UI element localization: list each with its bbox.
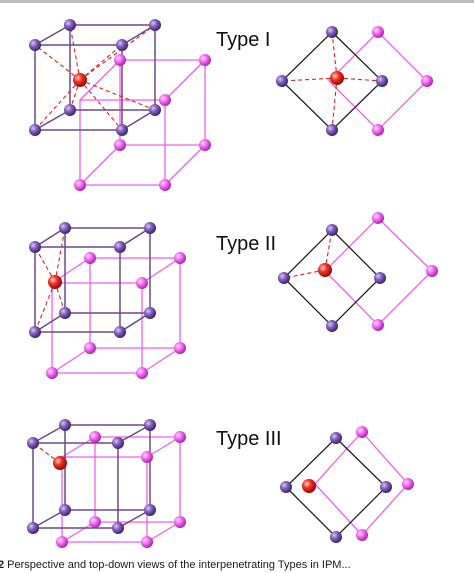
- type-2-red-dashes: [34, 227, 66, 333]
- type-3-pink-atoms: [56, 431, 186, 548]
- type-1-top-view: [276, 26, 433, 136]
- type-1-label: Type I: [216, 29, 270, 51]
- figure-number: 2: [0, 559, 5, 571]
- type-2-red-atom: [48, 275, 62, 289]
- type-2-perspective-view: [29, 222, 186, 379]
- type-2-pink-cube: [51, 257, 181, 374]
- caption-text: Perspective and top-down views of the in…: [4, 559, 342, 571]
- type-2-top-view: [278, 212, 438, 332]
- type-3-top-view: [280, 426, 414, 543]
- type-1-pink-atoms: [74, 54, 211, 191]
- type-1-red-dashes: [34, 24, 156, 131]
- caption-tail: ...: [341, 559, 351, 571]
- type-3-perspective-view: [27, 419, 186, 548]
- top-border: [0, 0, 474, 3]
- figure-caption: 2 Perspective and top-down views of the …: [0, 558, 474, 573]
- type-1-purple-cube: [34, 24, 156, 131]
- type-1-purple-atoms: [29, 19, 161, 136]
- type-1-pink-cube: [79, 59, 206, 186]
- type-1-perspective-view: [29, 19, 211, 191]
- type-2-pink-atoms: [46, 252, 186, 379]
- type-3-red-atom: [53, 456, 67, 470]
- type-2-label: Type II: [216, 233, 276, 255]
- type-3-purple-atoms: [27, 419, 156, 534]
- type-2-purple-atoms: [29, 222, 156, 338]
- type-1-red-atom: [73, 73, 87, 87]
- type-3-label: Type III: [216, 428, 282, 450]
